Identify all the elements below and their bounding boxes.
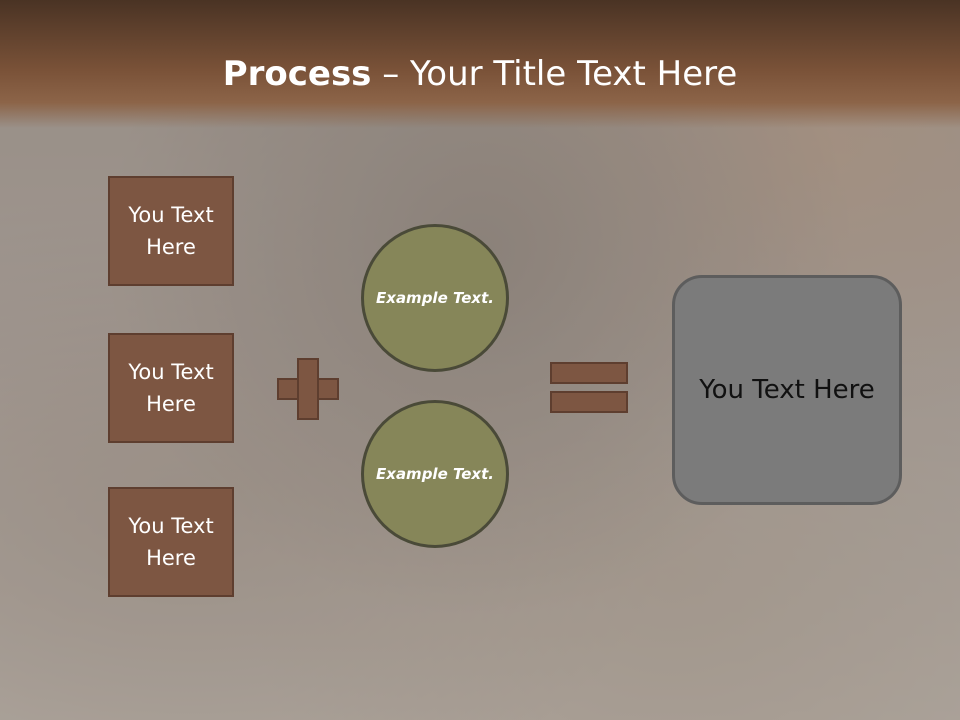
- left-box-label: You Text Here: [128, 360, 214, 416]
- slide-title: Process – Your Title Text Here: [0, 52, 960, 96]
- plus-icon: [277, 358, 339, 420]
- left-box-label: You Text Here: [128, 203, 214, 259]
- left-box-2: You Text Here: [108, 333, 234, 443]
- left-box-label: You Text Here: [128, 514, 214, 570]
- title-rest: – Your Title Text Here: [371, 54, 738, 94]
- circle-top: Example Text.: [361, 224, 509, 372]
- title-bar: [0, 0, 960, 128]
- left-box-3: You Text Here: [108, 487, 234, 597]
- title-bold: Process: [222, 54, 372, 94]
- result-label: You Text Here: [699, 375, 875, 405]
- left-box-1: You Text Here: [108, 176, 234, 286]
- plus-vertical-bar: [297, 358, 319, 420]
- equals-bottom-bar: [550, 391, 628, 413]
- equals-top-bar: [550, 362, 628, 384]
- circle-label: Example Text.: [376, 288, 494, 307]
- circle-bottom: Example Text.: [361, 400, 509, 548]
- result-box: You Text Here: [672, 275, 902, 505]
- circle-label: Example Text.: [376, 464, 494, 483]
